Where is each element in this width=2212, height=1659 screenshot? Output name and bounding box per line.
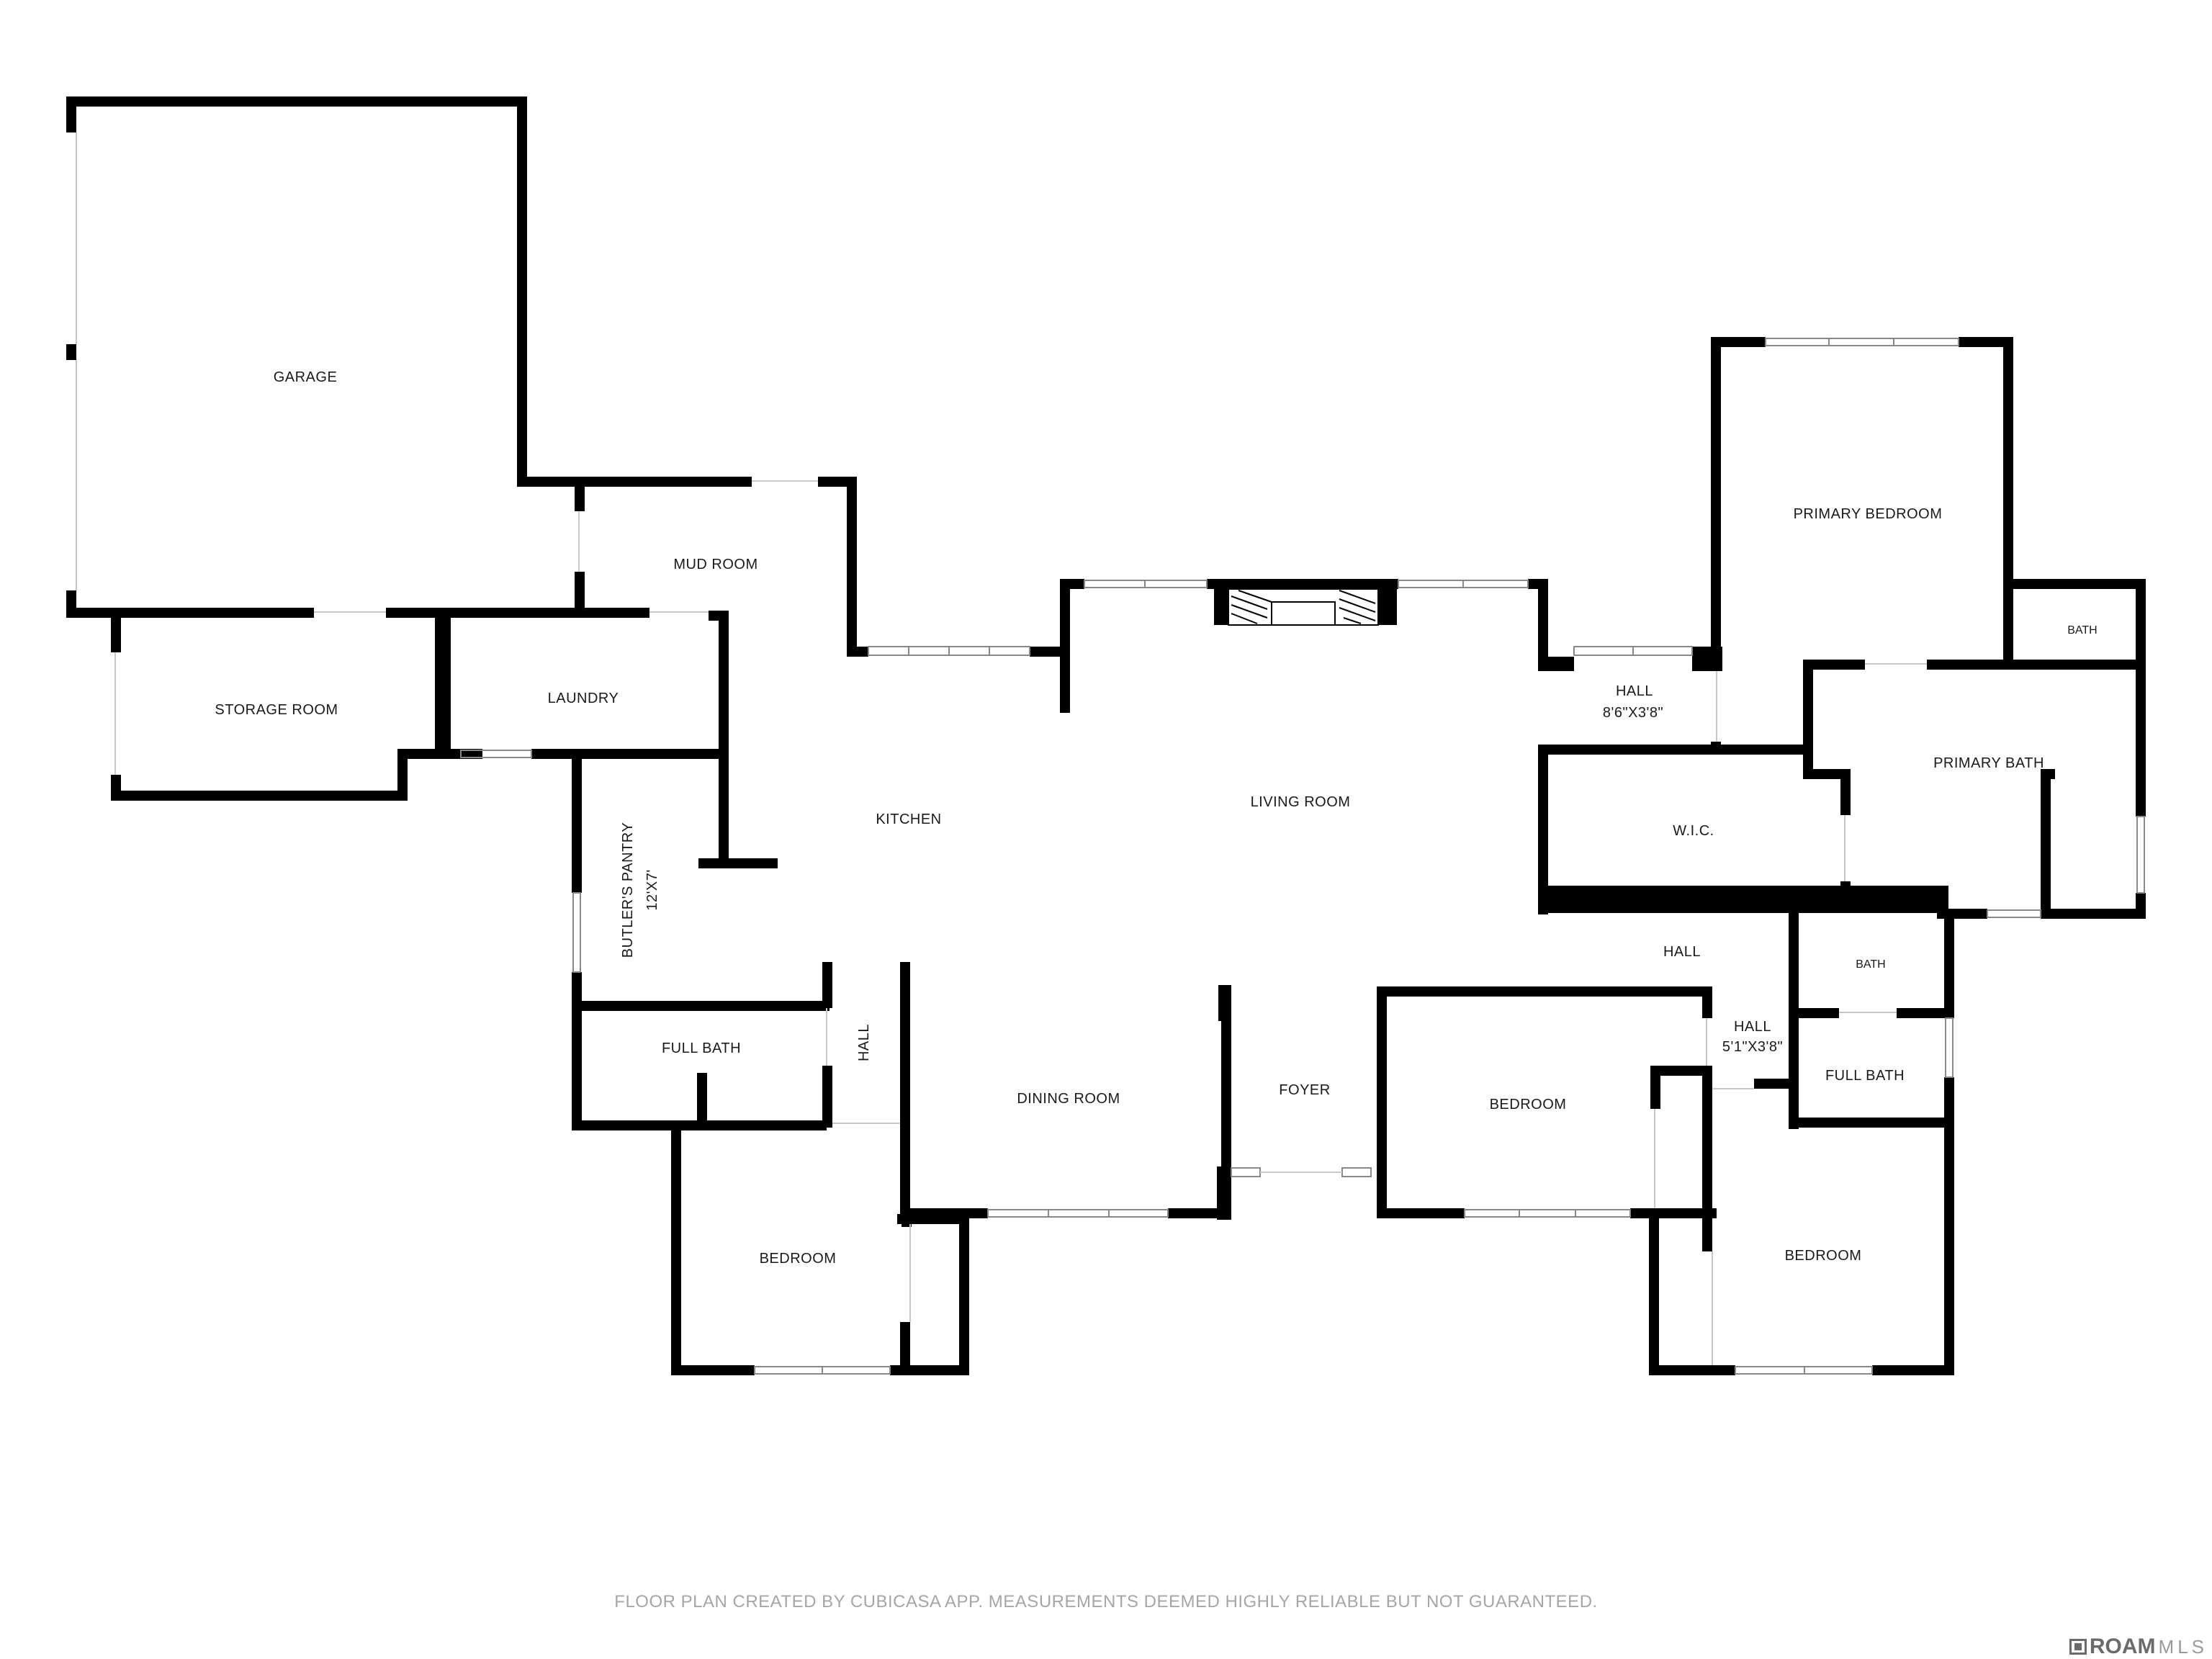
brand-watermark: ROAM MLS — [2069, 1635, 2208, 1659]
windows — [460, 338, 2145, 1375]
label-bedroom-left: BEDROOM — [760, 1251, 837, 1267]
fireplace — [1228, 588, 1379, 626]
label-bedroom-right: BEDROOM — [1785, 1248, 1862, 1264]
label-full-bath-right: FULL BATH — [1825, 1068, 1905, 1084]
label-laundry: LAUNDRY — [548, 691, 619, 706]
label-kitchen: KITCHEN — [876, 811, 941, 827]
label-mud-room: MUD ROOM — [673, 557, 757, 572]
door-openings — [76, 132, 1927, 1365]
label-full-bath-left: FULL BATH — [662, 1040, 741, 1056]
walls — [66, 96, 2146, 1375]
label-garage: GARAGE — [274, 369, 338, 385]
room-labels: GARAGE MUD ROOM STORAGE ROOM LAUNDRY KIT… — [215, 369, 2097, 1267]
label-hall-top: HALL — [1616, 683, 1653, 699]
brand-name-light: MLS — [2158, 1635, 2208, 1658]
label-primary-bedroom: PRIMARY BEDROOM — [1794, 506, 1943, 522]
label-primary-bath: PRIMARY BATH — [1933, 755, 2044, 771]
label-foyer: FOYER — [1279, 1082, 1330, 1098]
label-butlers-pantry-dim: 12'X7' — [644, 869, 660, 910]
roam-logo-icon — [2069, 1639, 2087, 1655]
label-bedroom-center: BEDROOM — [1490, 1097, 1567, 1112]
brand-name-strong: ROAM — [2089, 1635, 2156, 1658]
label-living-room: LIVING ROOM — [1251, 794, 1351, 810]
label-butlers-pantry: BUTLER'S PANTRY — [620, 822, 636, 958]
label-storage-room: STORAGE ROOM — [215, 702, 338, 718]
label-bath-top: BATH — [2067, 624, 2097, 637]
label-hall-vertical: HALL — [856, 1024, 872, 1061]
label-hall-center: HALL — [1663, 944, 1701, 960]
label-hall-top-dim: 8'6"X3'8" — [1603, 705, 1663, 721]
label-bath-mid: BATH — [1856, 958, 1885, 971]
label-dining-room: DINING ROOM — [1017, 1091, 1120, 1107]
label-hall-right: HALL — [1734, 1019, 1771, 1035]
label-wic: W.I.C. — [1673, 823, 1714, 839]
label-hall-right-dim: 5'1"X3'8" — [1722, 1039, 1783, 1055]
footer-disclaimer: FLOOR PLAN CREATED BY CUBICASA APP. MEAS… — [614, 1592, 1598, 1611]
